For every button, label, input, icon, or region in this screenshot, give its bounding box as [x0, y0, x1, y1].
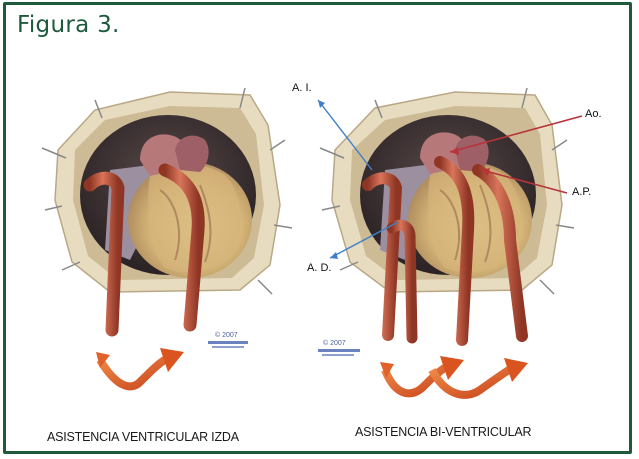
- left-copyright-mark: © 2007: [215, 331, 238, 339]
- label-ao: Ao.: [585, 108, 602, 120]
- caption-left: ASISTENCIA VENTRICULAR IZDA: [47, 430, 239, 444]
- left-flow-arrow: [100, 358, 168, 386]
- left-heart-illustration: © 2007: [42, 88, 292, 386]
- label-ad: A. D.: [307, 262, 331, 274]
- right-copyright-mark: © 2007: [323, 339, 346, 347]
- label-ap: A.P.: [572, 186, 591, 198]
- right-heart-illustration: © 2007: [318, 88, 582, 395]
- label-ai: A. I.: [292, 82, 312, 94]
- caption-right: ASISTENCIA BI-VENTRICULAR: [355, 425, 531, 439]
- left-copyright-bar: [208, 341, 248, 344]
